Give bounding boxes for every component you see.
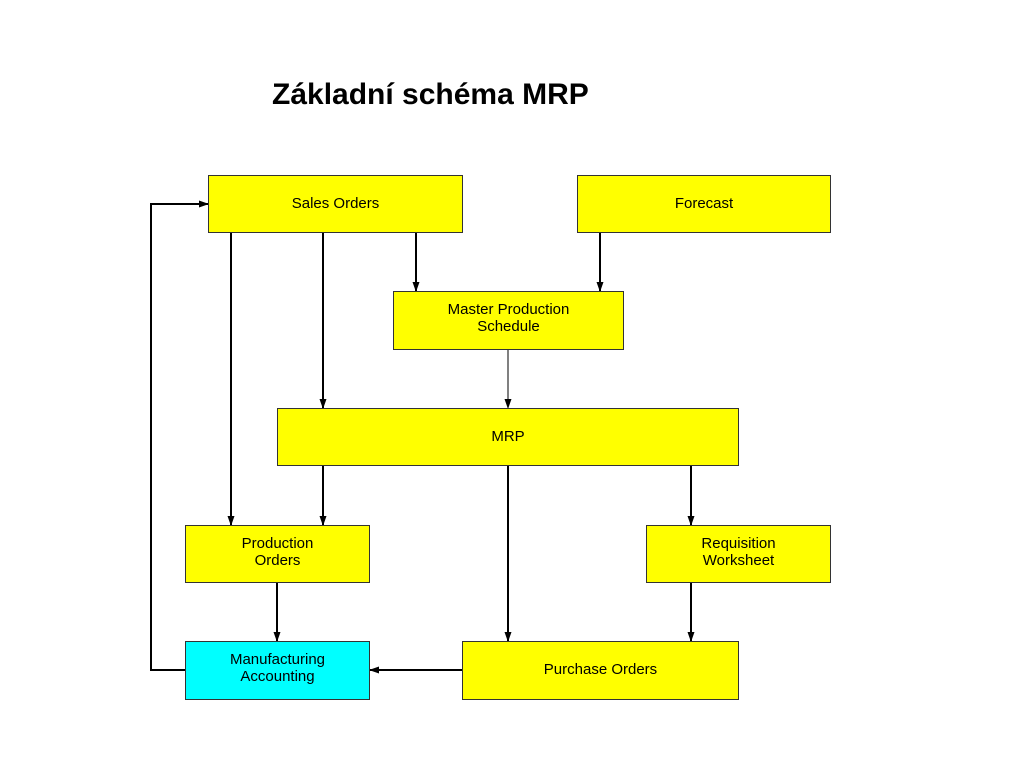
requisition-worksheet-box: Requisition Worksheet	[646, 525, 831, 583]
sales-orders-box: Sales Orders	[208, 175, 463, 233]
page-title: Základní schéma MRP	[272, 78, 589, 111]
manufacturing-accounting-box: Manufacturing Accounting	[185, 641, 370, 700]
purchase-orders-box: Purchase Orders	[462, 641, 739, 700]
master-production-schedule-box: Master Production Schedule	[393, 291, 624, 350]
edge-manufacturing-accounting-to-sales-orders	[150, 200, 209, 671]
forecast-box: Forecast	[577, 175, 831, 233]
mrp-box: MRP	[277, 408, 739, 466]
production-orders-box: Production Orders	[185, 525, 370, 583]
